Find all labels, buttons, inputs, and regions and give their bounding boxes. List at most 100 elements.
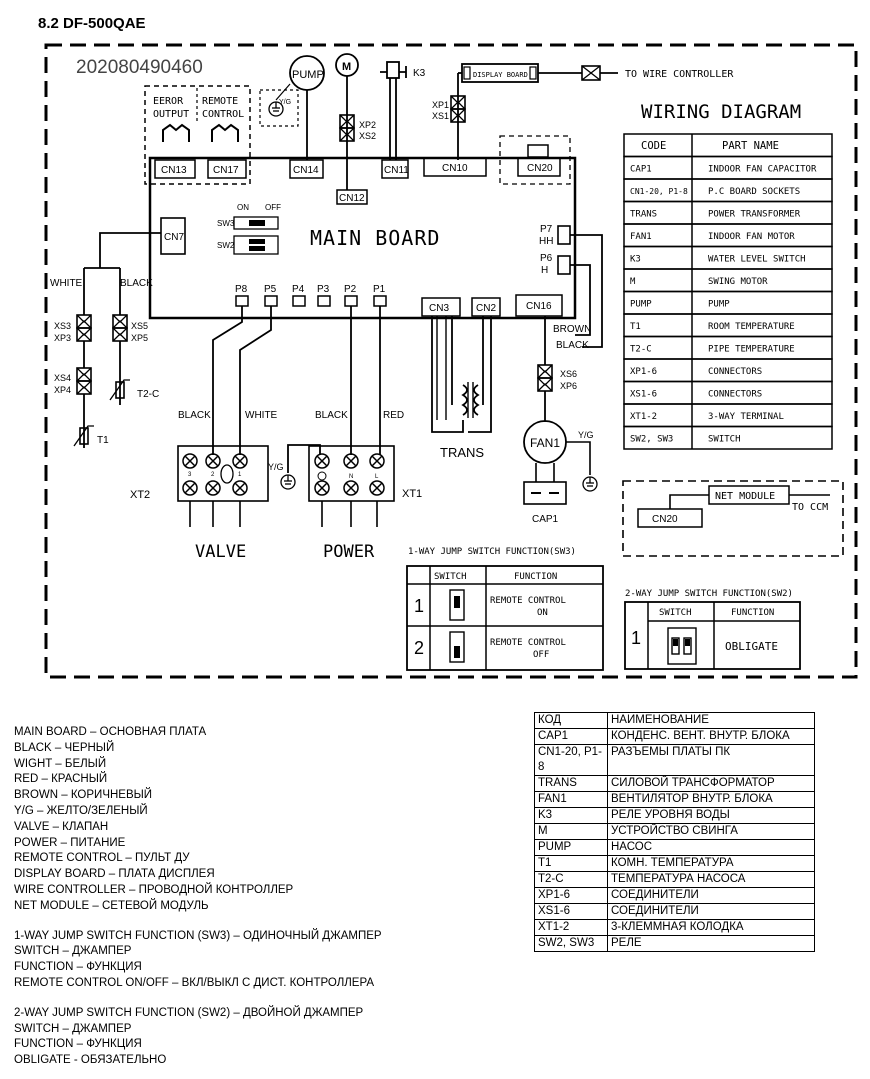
sw3-row-number: 2 bbox=[414, 638, 424, 658]
parts-table-code: CAP1 bbox=[630, 165, 652, 175]
xp3-label: XP3 bbox=[54, 333, 71, 343]
parts-table-code: K3 bbox=[630, 255, 641, 265]
ru-table-code: T1 bbox=[534, 855, 608, 872]
ru-table-code: PUMP bbox=[534, 839, 608, 856]
p3-label: P3 bbox=[317, 284, 330, 295]
sw3-jumper-icon bbox=[449, 589, 465, 621]
red-wire-label-power: RED bbox=[383, 410, 404, 421]
p5-label: P5 bbox=[264, 284, 277, 295]
pump-yg-label: Y/G bbox=[279, 99, 291, 106]
ru-table-code: XT1-2 bbox=[534, 919, 608, 936]
legend-line: BLACK – ЧЕРНЫЙ bbox=[14, 741, 115, 754]
parts-table-code: FAN1 bbox=[630, 232, 652, 242]
parts-table-name: WATER LEVEL SWITCH bbox=[708, 255, 806, 265]
xp2-label: XP2 bbox=[359, 120, 376, 130]
xp1-label: XP1 bbox=[432, 100, 449, 110]
ru-table-code: K3 bbox=[534, 807, 608, 824]
p4-label: P4 bbox=[292, 284, 305, 295]
parts-table-row bbox=[623, 425, 833, 450]
white-wire-label-left: WHITE bbox=[50, 278, 83, 289]
parts-table-code: XS1-6 bbox=[630, 390, 657, 400]
p2-label: P2 bbox=[344, 284, 357, 295]
legend-line: MAIN BOARD – ОСНОВНАЯ ПЛАТА bbox=[14, 726, 207, 738]
k3-switch bbox=[386, 61, 400, 79]
fan1-label: FAN1 bbox=[530, 436, 560, 450]
black-wire-label-left: BLACK bbox=[120, 278, 153, 289]
xs1-label: XS1 bbox=[432, 111, 449, 121]
ru-table-name: КОНДЕНС. ВЕНТ. ВНУТР. БЛОКА bbox=[607, 728, 815, 745]
ru-table-name: СИЛОВОЙ ТРАНСФОРМАТОР bbox=[607, 775, 815, 792]
ru-table-name: ВЕНТИЛЯТОР ВНУТР. БЛОКА bbox=[607, 791, 815, 808]
socket-cn14: CN14 bbox=[293, 165, 319, 176]
xt1-terminal-n: N bbox=[349, 474, 353, 480]
ru-table-code: XP1-6 bbox=[534, 887, 608, 904]
ru-table-code: TRANS bbox=[534, 775, 608, 792]
ru-table-code: SW2, SW3 bbox=[534, 935, 608, 952]
parts-table-name: ROOM TEMPERATURE bbox=[708, 322, 795, 332]
net-module-box bbox=[622, 480, 844, 557]
sw2-row-function: OBLIGATE bbox=[725, 640, 778, 653]
legend-line: FUNCTION – ФУНКЦИЯ bbox=[14, 961, 142, 974]
ru-table-name: РЕЛЕ bbox=[607, 935, 815, 952]
sw2-switch bbox=[233, 235, 279, 255]
parts-table-code: CODE bbox=[641, 140, 666, 152]
ru-table-code: CN1-20, P1-8 bbox=[534, 744, 608, 776]
wiring-diagram: 8.2 DF-500QAE 202080490460 EEROR OUTPUT … bbox=[38, 15, 858, 679]
parts-table-code: T1 bbox=[630, 322, 641, 332]
remote-control-connector bbox=[211, 123, 239, 142]
ru-table-code: M bbox=[534, 823, 608, 840]
parts-table-name: SWITCH bbox=[708, 435, 741, 445]
parts-table-code: TRANS bbox=[630, 210, 657, 220]
socket-cn20: CN20 bbox=[527, 163, 553, 174]
xt2-terminal-2: 2 bbox=[211, 472, 215, 478]
cap1-capacitor bbox=[523, 481, 567, 505]
parts-table-name: PIPE TEMPERATURE bbox=[708, 345, 795, 355]
parts-table-code: XP1-6 bbox=[630, 367, 657, 377]
sw3-switch bbox=[233, 216, 279, 230]
parts-table-name: P.C BOARD SOCKETS bbox=[708, 187, 800, 197]
ru-table-code: FAN1 bbox=[534, 791, 608, 808]
pump-label: PUMP bbox=[292, 69, 324, 81]
parts-table-name: CONNECTORS bbox=[708, 367, 762, 377]
socket-cn3: CN3 bbox=[429, 303, 449, 314]
xs2-label: XS2 bbox=[359, 131, 376, 141]
ru-table-code: КОД bbox=[534, 712, 608, 729]
swing-motor-label: M bbox=[342, 61, 351, 73]
parts-table-name: PART NAME bbox=[722, 140, 779, 152]
ru-table-name: РАЗЪЕМЫ ПЛАТЫ ПК bbox=[607, 744, 815, 776]
socket-cn12: CN12 bbox=[339, 193, 365, 204]
error-remote-box bbox=[144, 85, 251, 185]
sw3-label: SW3 bbox=[217, 219, 235, 228]
black-wire-label-valve: BLACK bbox=[178, 410, 211, 421]
socket-cn10: CN10 bbox=[442, 163, 468, 174]
cap1-label: CAP1 bbox=[532, 514, 559, 525]
legend-line: REMOTE CONTROL ON/OFF – ВКЛ/ВЫКЛ С ДИСТ.… bbox=[14, 976, 375, 989]
t1-thermistor bbox=[79, 427, 89, 445]
legend-line: REMOTE CONTROL – ПУЛЬТ ДУ bbox=[14, 852, 190, 865]
p6-label: P6 bbox=[540, 253, 553, 264]
error-output-connector bbox=[162, 123, 190, 142]
brown-wire-label: BROWN bbox=[553, 324, 591, 335]
legend-line: SWITCH – ДЖАМПЕР bbox=[14, 945, 132, 958]
pump-ground-box bbox=[259, 89, 299, 127]
xp4-label: XP4 bbox=[54, 385, 71, 395]
ru-table-name: НАСОС bbox=[607, 839, 815, 856]
parts-table-name: INDOOR FAN MOTOR bbox=[708, 232, 795, 242]
error-output-label-2: OUTPUT bbox=[153, 109, 189, 120]
h-label: H bbox=[541, 265, 548, 276]
k3-label: K3 bbox=[413, 68, 426, 79]
sw3-row-function-line1: REMOTE CONTROL bbox=[490, 638, 566, 648]
legend-line: WIGHT – БЕЛЫЙ bbox=[14, 757, 107, 770]
ru-table-name: УСТРОЙСТВО СВИНГА bbox=[607, 823, 815, 840]
legend-line: POWER – ПИТАНИЕ bbox=[14, 836, 126, 849]
sw-on-label: ON bbox=[237, 203, 249, 212]
